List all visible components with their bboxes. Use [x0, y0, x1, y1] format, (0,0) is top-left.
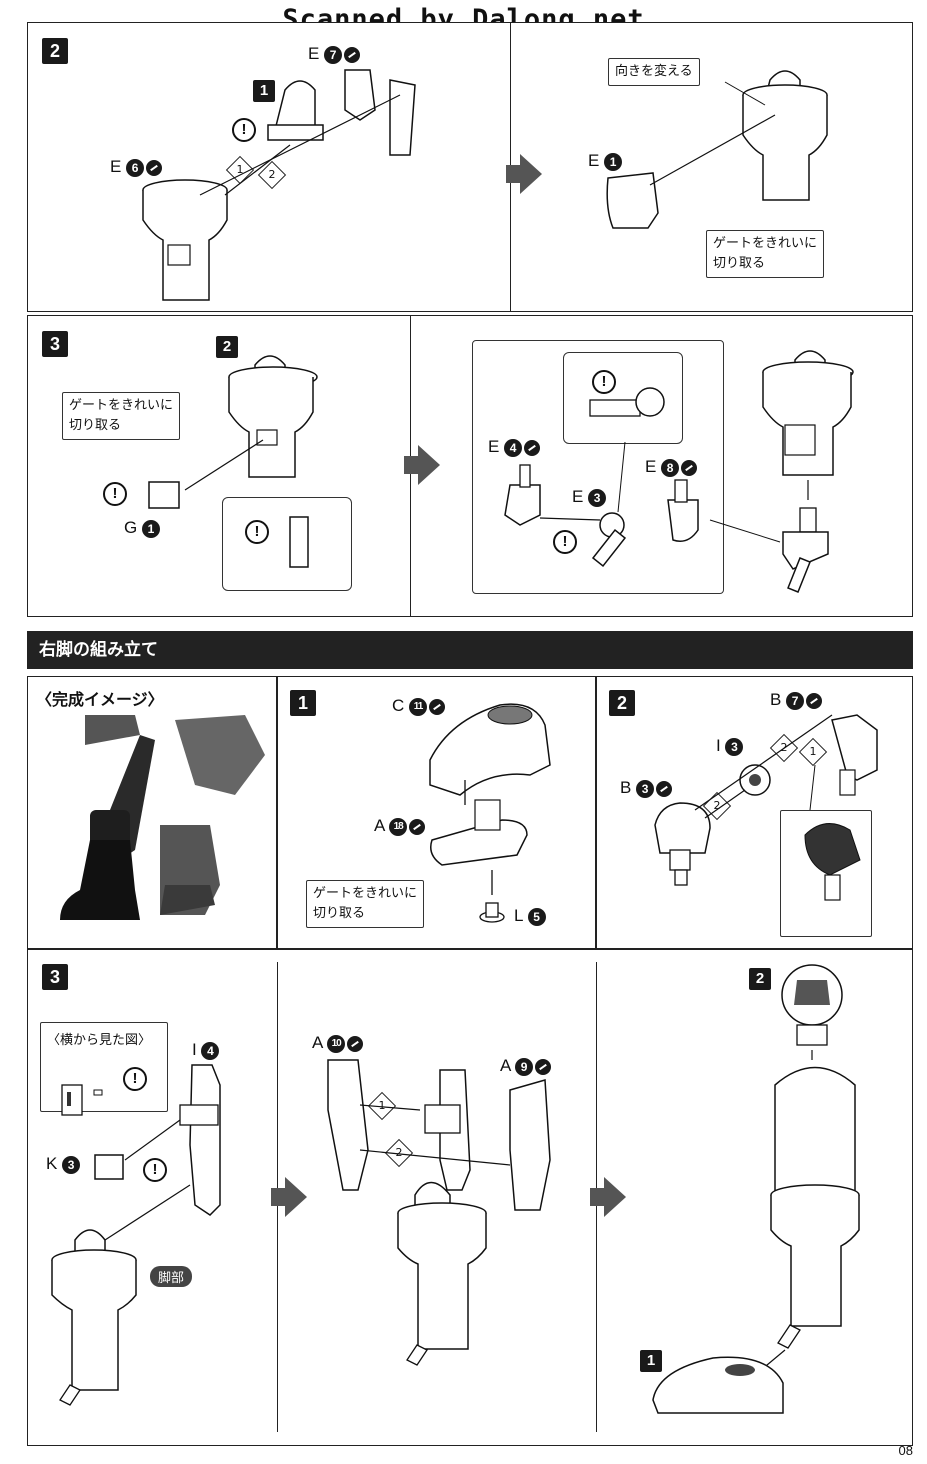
leg-step3-panel [27, 949, 913, 1446]
note-direction: 向きを変える [608, 58, 700, 86]
step-number: 2 [609, 690, 635, 716]
detail-inset [222, 497, 352, 591]
nipper-icon [347, 1035, 364, 1052]
note-gate-clean: ゲートをきれいに 切り取る [306, 880, 425, 928]
note-gate-clean: ゲートをきれいに 切り取る [706, 230, 825, 278]
nipper-icon [146, 159, 163, 176]
note-gate-clean: ゲートをきれいに 切り取る [62, 392, 181, 440]
sub-step-number: 1 [253, 80, 275, 102]
step-number: 3 [42, 964, 68, 990]
sub-step-number: 2 [216, 336, 238, 358]
nipper-icon [535, 1058, 552, 1075]
part-label-k3: K 3 [46, 1154, 81, 1174]
next-arrow-icon [271, 1177, 307, 1217]
caution-icon: ! [103, 482, 127, 506]
caution-icon: ! [553, 530, 577, 554]
leg-step1-diagram [429, 703, 551, 923]
step-number: 2 [42, 38, 68, 64]
step3-right-diagram [504, 350, 854, 593]
step2-right-diagram [606, 70, 828, 229]
nipper-icon [806, 692, 823, 709]
sub-step-number: 1 [640, 1350, 662, 1372]
side-view-label: 〈横から見た図〉 [47, 1032, 152, 1047]
step-number: 3 [42, 331, 68, 357]
part-label-e6: E 6 [110, 157, 163, 177]
leg-step3-diagram-3 [652, 964, 860, 1414]
nipper-icon [344, 46, 361, 63]
part-label-l5: L 5 [514, 906, 546, 926]
part-label-i4: I 4 [192, 1040, 220, 1060]
next-arrow-icon [506, 154, 542, 194]
part-label-i3: I 3 [716, 736, 744, 756]
next-arrow-icon [404, 445, 440, 485]
caution-icon: ! [123, 1067, 147, 1091]
step3-panel [27, 315, 913, 617]
caution-icon: ! [143, 1158, 167, 1182]
part-label-a10: A 10 [312, 1033, 364, 1053]
nipper-icon [681, 459, 698, 476]
leg-step3-diagram-1 [51, 1064, 221, 1406]
part-label-e8: E 8 [645, 457, 698, 477]
caution-icon: ! [592, 370, 616, 394]
page-number: 08 [898, 1443, 913, 1458]
preview-image [60, 715, 265, 920]
nipper-icon [656, 780, 673, 797]
caution-icon: ! [232, 118, 256, 142]
nipper-icon [429, 698, 446, 715]
part-label-a9: A 9 [500, 1056, 552, 1076]
part-label-b3: B 3 [620, 778, 673, 798]
part-label-e7: E 7 [308, 44, 361, 64]
section-title: 右脚の組み立て [27, 631, 913, 669]
nipper-icon [409, 818, 426, 835]
part-label-e4: E 4 [488, 437, 541, 457]
caution-icon: ! [245, 520, 269, 544]
part-label-c11: C 11 [392, 696, 446, 716]
step-number: 1 [290, 690, 316, 716]
nipper-icon [524, 439, 541, 456]
part-label-a18: A 18 [374, 816, 426, 836]
part-label-g1: G 1 [124, 518, 160, 538]
step3-left-diagram [148, 355, 318, 568]
preview-label: 〈完成イメージ〉 [36, 692, 164, 709]
part-label-e1: E 1 [588, 151, 623, 171]
sub-step-number: 2 [749, 968, 771, 990]
step2-left-diagram [142, 69, 416, 301]
part-label-b7: B 7 [770, 690, 823, 710]
side-view-inset [40, 1022, 168, 1112]
next-arrow-icon [590, 1177, 626, 1217]
part-label-e3: E 3 [572, 487, 607, 507]
leg-step3-diagram-2 [327, 1059, 551, 1366]
leg-step2-diagram [654, 714, 878, 901]
leg-label: 脚部 [150, 1266, 193, 1287]
